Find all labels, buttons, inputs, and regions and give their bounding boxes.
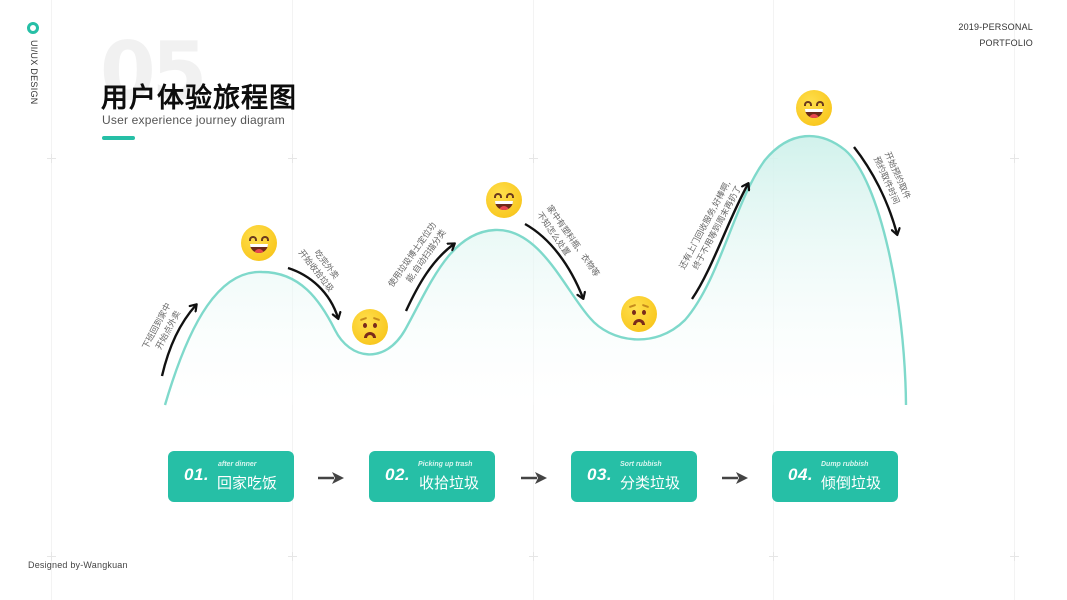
worried-face-icon <box>621 296 657 332</box>
brand-ring-icon <box>27 22 39 34</box>
side-label: UI/UX DESIGN <box>29 40 39 105</box>
journey-arrow-3 <box>404 244 454 312</box>
portfolio-label: 2019-PERSONAL PORTFOLIO <box>958 19 1033 51</box>
grid-cross <box>288 552 297 561</box>
page-subtitle: User experience journey diagram <box>102 113 285 127</box>
step-chinese: 倾倒垃圾 <box>821 474 882 492</box>
page-title: 用户体验旅程图 <box>101 83 297 114</box>
designer-credit: Designed by-Wangkuan <box>28 560 128 570</box>
step-number: 02. <box>385 465 411 484</box>
arrow-right-icon <box>722 472 748 484</box>
arrow-right-icon <box>521 472 547 484</box>
journey-arrow-4 <box>524 222 583 298</box>
step-english: Picking up trash <box>418 461 473 468</box>
step-card-1: 01. after dinner 回家吃饭 <box>168 451 294 502</box>
step-english: Sort rubbish <box>620 461 662 468</box>
grid-cross <box>1010 154 1019 163</box>
journey-arrow-6 <box>853 146 897 234</box>
step-number: 03. <box>587 465 613 484</box>
journey-arrow-5 <box>691 184 748 300</box>
grid-cross <box>288 154 297 163</box>
step-chinese: 收拾垃圾 <box>419 474 480 492</box>
grid-cross <box>529 154 538 163</box>
step-chinese: 回家吃饭 <box>217 474 278 492</box>
grid-cross <box>529 552 538 561</box>
step-number: 01. <box>184 465 210 484</box>
journey-arrow-1 <box>160 305 196 377</box>
title-underline <box>102 136 135 140</box>
portfolio-word: PORTFOLIO <box>979 38 1033 48</box>
step-number: 04. <box>788 465 814 484</box>
step-english: Dump rubbish <box>821 461 869 468</box>
grid-line <box>1014 0 1015 600</box>
journey-arrow-2 <box>287 266 338 318</box>
portfolio-year: 2019-PERSONAL <box>958 22 1033 32</box>
grinning-face-icon <box>796 90 832 126</box>
step-chinese: 分类垃圾 <box>620 474 681 492</box>
journey-area <box>165 136 906 406</box>
grid-cross <box>47 552 56 561</box>
arrow-right-icon <box>318 472 344 484</box>
journey-line <box>163 134 908 406</box>
step-card-2: 02. Picking up trash 收拾垃圾 <box>369 451 495 502</box>
grinning-face-icon <box>486 182 522 218</box>
section-number: 05 <box>100 25 207 118</box>
step-card-4: 04. Dump rubbish 倾倒垃圾 <box>772 451 898 502</box>
grid-cross <box>769 552 778 561</box>
step-english: after dinner <box>218 461 257 468</box>
grid-line <box>51 0 52 600</box>
grinning-face-icon <box>241 225 277 261</box>
worried-face-icon <box>352 309 388 345</box>
step-card-3: 03. Sort rubbish 分类垃圾 <box>571 451 697 502</box>
grid-cross <box>1010 552 1019 561</box>
grid-cross <box>47 154 56 163</box>
